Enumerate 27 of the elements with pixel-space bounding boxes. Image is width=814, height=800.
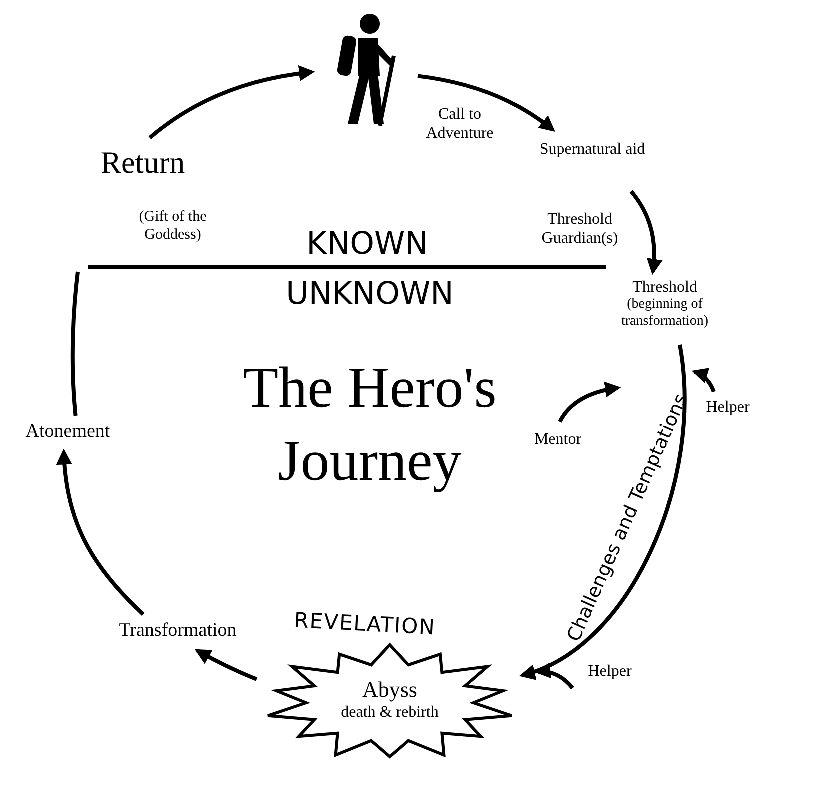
arrow	[630, 190, 662, 276]
node-label: Helper	[698, 398, 758, 422]
node-title: Threshold	[632, 278, 698, 298]
node-caption: (Gift of the Goddess)	[138, 208, 208, 244]
arrow	[534, 663, 574, 690]
edge-label: Call to Adventure	[425, 105, 495, 144]
node-label: Return	[82, 144, 204, 184]
node-label: Transformation	[98, 620, 258, 646]
arrow	[519, 344, 686, 679]
node-subtitle: (beginning of transformation)	[620, 297, 710, 331]
arrow	[148, 66, 316, 140]
node-label: Helper	[578, 662, 642, 686]
arrow	[418, 74, 556, 132]
arrow	[558, 382, 622, 423]
arrow	[692, 368, 716, 393]
node-label: Supernatural aid	[535, 140, 650, 186]
edge-label: Threshold Guardian(s)	[540, 210, 620, 248]
node-subtitle: death & rebirth	[341, 703, 439, 723]
node-label: Mentor	[526, 430, 590, 454]
node-title: Abyss	[362, 677, 418, 704]
region-label: KNOWN	[306, 226, 430, 264]
arrow	[56, 448, 145, 616]
diagram-title: The Hero's Journey	[242, 354, 498, 494]
arrow	[194, 649, 258, 682]
section-heading: REVELATION	[292, 608, 438, 642]
node-label: Atonement	[8, 421, 128, 447]
region-label: UNKNOWN	[285, 276, 455, 314]
